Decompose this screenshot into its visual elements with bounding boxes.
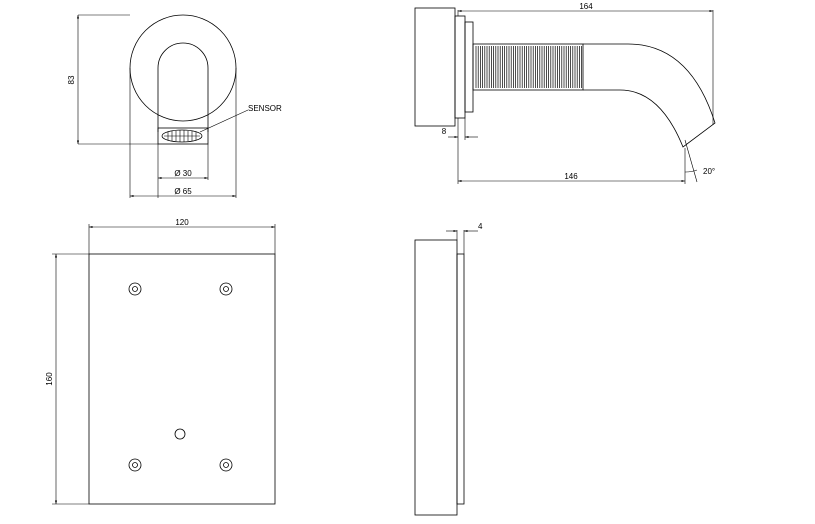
spout-curve (583, 43, 716, 148)
sensor-grid (164, 130, 200, 142)
angle-arc (684, 169, 698, 173)
rosette-circle (129, 14, 237, 122)
height-label: 83 (67, 75, 76, 84)
mounting-plate (454, 15, 466, 119)
plate-height-label: 160 (45, 372, 54, 386)
wall-section-2 (414, 239, 458, 516)
plate-outline (88, 253, 276, 505)
plate-side (456, 253, 465, 505)
sensor-label: SENSOR (248, 104, 282, 113)
rosette-side (464, 21, 474, 113)
screw-bottom-left (128, 458, 142, 472)
gap-label: 8 (442, 127, 447, 136)
center-hole (174, 428, 186, 440)
screw-top-right (219, 282, 233, 296)
sensor-leader (199, 109, 249, 133)
thickness-label: 4 (478, 222, 483, 231)
sensor-window (161, 129, 203, 143)
spout-front-view: 83 SENSOR Ø 30 Ø 65 (67, 14, 282, 198)
screw-bottom-right (219, 458, 233, 472)
outer-diameter-label: Ø 65 (174, 187, 192, 196)
plate-width-label: 120 (175, 218, 189, 227)
plate-side-view: 4 (414, 222, 483, 516)
projection-label: 146 (564, 172, 578, 181)
length-label: 164 (579, 2, 593, 11)
plate-front-view: 120 160 (45, 218, 276, 505)
screw-top-left (128, 282, 142, 296)
spout-outline (157, 42, 209, 132)
inner-diameter-label: Ø 30 (174, 169, 192, 178)
spout-side-view: 164 8 146 20° (414, 2, 716, 184)
wall-section (414, 7, 456, 127)
angle-line (684, 139, 698, 183)
knurled-body (472, 43, 584, 91)
angle-label: 20° (703, 167, 715, 176)
spout-outlet (157, 127, 209, 145)
knurl-lines (475, 46, 582, 88)
